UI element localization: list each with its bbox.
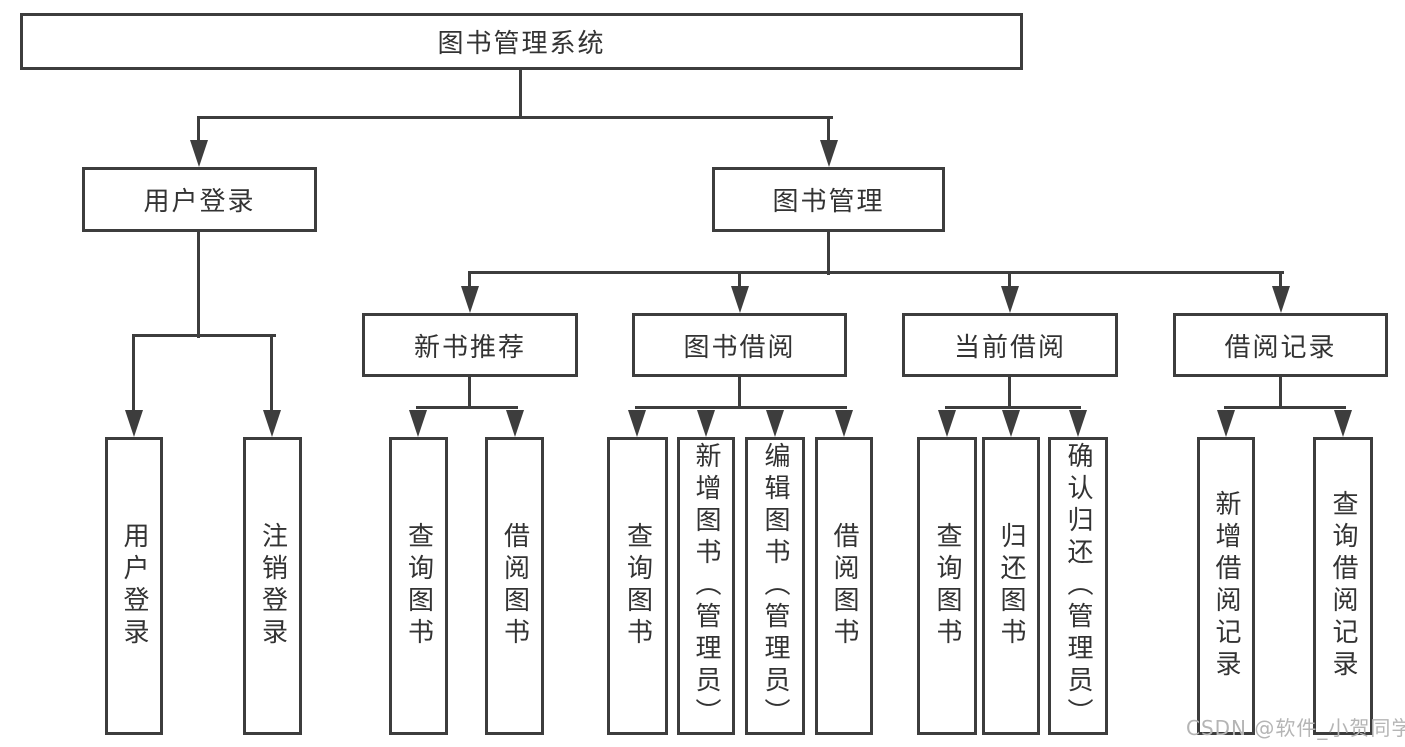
connector-line <box>197 232 200 338</box>
leaf-logout-label: 注销登录 <box>257 522 288 650</box>
node-book-borrow-label: 图书借阅 <box>683 332 796 363</box>
node-current-borrow: 当前借阅 <box>902 313 1118 377</box>
arrowhead-down-icon <box>263 410 281 437</box>
leaf-add-borrow-record-label: 新增借阅记录 <box>1211 490 1241 682</box>
leaf-return-book-label: 归还图书 <box>996 522 1026 650</box>
leaf-query-borrow-record-label: 查询借阅记录 <box>1328 490 1358 682</box>
node-root: 图书管理系统 <box>20 13 1023 70</box>
connector-line <box>738 273 741 292</box>
leaf-query-books-current-label: 查询图书 <box>932 522 962 650</box>
arrowhead-down-icon <box>820 140 838 167</box>
connector-line <box>827 232 830 275</box>
connector-line <box>1224 406 1346 409</box>
connector-line <box>1008 377 1011 409</box>
leaf-query-books-borrow: 查询图书 <box>607 437 668 735</box>
leaf-query-borrow-record: 查询借阅记录 <box>1313 437 1373 735</box>
connector-line <box>827 118 830 146</box>
connector-line <box>468 271 1284 274</box>
leaf-borrow-books-2-label: 借阅图书 <box>829 522 859 650</box>
arrowhead-down-icon <box>125 410 143 437</box>
connector-line <box>738 377 741 409</box>
connector-line <box>132 334 276 337</box>
node-user-login-label: 用户登录 <box>143 187 256 217</box>
node-new-book-recommend-label: 新书推荐 <box>413 332 526 363</box>
arrowhead-down-icon <box>731 286 749 313</box>
connector-line <box>519 70 522 119</box>
node-user-login: 用户登录 <box>82 167 317 232</box>
leaf-add-borrow-record: 新增借阅记录 <box>1197 437 1255 735</box>
leaf-return-book: 归还图书 <box>982 437 1040 735</box>
node-root-label: 图书管理系统 <box>437 29 606 59</box>
connector-line <box>1008 273 1011 292</box>
leaf-user-login: 用户登录 <box>105 437 163 735</box>
arrowhead-down-icon <box>1217 410 1235 437</box>
arrowhead-down-icon <box>1272 286 1290 313</box>
connector-line <box>468 273 471 292</box>
arrowhead-down-icon <box>835 410 853 437</box>
leaf-edit-book-admin-label: 编辑图书（管理员） <box>760 442 790 730</box>
leaf-query-books-recommend-label: 查询图书 <box>403 522 434 650</box>
connector-line <box>197 118 200 146</box>
arrowhead-down-icon <box>1002 410 1020 437</box>
arrowhead-down-icon <box>697 410 715 437</box>
leaf-confirm-return-admin: 确认归还（管理员） <box>1048 437 1108 735</box>
node-book-management: 图书管理 <box>712 167 945 232</box>
connector-line <box>945 406 1081 409</box>
connector-line <box>416 406 518 409</box>
leaf-query-books-recommend: 查询图书 <box>389 437 448 735</box>
leaf-query-books-borrow-label: 查询图书 <box>622 522 653 650</box>
node-borrow-records: 借阅记录 <box>1173 313 1388 377</box>
arrowhead-down-icon <box>1334 410 1352 437</box>
leaf-borrow-books-2: 借阅图书 <box>815 437 873 735</box>
arrowhead-down-icon <box>766 410 784 437</box>
connector-line <box>270 336 273 416</box>
leaf-confirm-return-admin-label: 确认归还（管理员） <box>1063 442 1093 730</box>
arrowhead-down-icon <box>938 410 956 437</box>
connector-line <box>1279 273 1282 292</box>
arrowhead-down-icon <box>190 140 208 167</box>
leaf-user-login-label: 用户登录 <box>119 522 149 650</box>
connector-line <box>635 406 847 409</box>
node-borrow-records-label: 借阅记录 <box>1224 332 1337 363</box>
node-new-book-recommend: 新书推荐 <box>362 313 578 377</box>
leaf-logout: 注销登录 <box>243 437 302 735</box>
watermark: CSDN @软件_小贺同学 <box>1186 716 1405 740</box>
connector-line <box>132 336 135 416</box>
arrowhead-down-icon <box>628 410 646 437</box>
arrowhead-down-icon <box>461 286 479 313</box>
leaf-borrow-books-recommend: 借阅图书 <box>485 437 544 735</box>
arrowhead-down-icon <box>1001 286 1019 313</box>
connector-line <box>468 377 471 409</box>
leaf-edit-book-admin: 编辑图书（管理员） <box>745 437 805 735</box>
arrowhead-down-icon <box>506 410 524 437</box>
connector-line <box>1279 377 1282 409</box>
leaf-borrow-books-recommend-label: 借阅图书 <box>499 522 530 650</box>
leaf-query-books-current: 查询图书 <box>917 437 977 735</box>
leaf-add-book-admin-label: 新增图书（管理员） <box>691 442 721 730</box>
node-book-management-label: 图书管理 <box>772 187 885 217</box>
leaf-add-book-admin: 新增图书（管理员） <box>677 437 735 735</box>
arrowhead-down-icon <box>1069 410 1087 437</box>
node-current-borrow-label: 当前借阅 <box>953 332 1066 363</box>
connector-line <box>197 116 833 119</box>
node-book-borrow: 图书借阅 <box>632 313 847 377</box>
arrowhead-down-icon <box>409 410 427 437</box>
